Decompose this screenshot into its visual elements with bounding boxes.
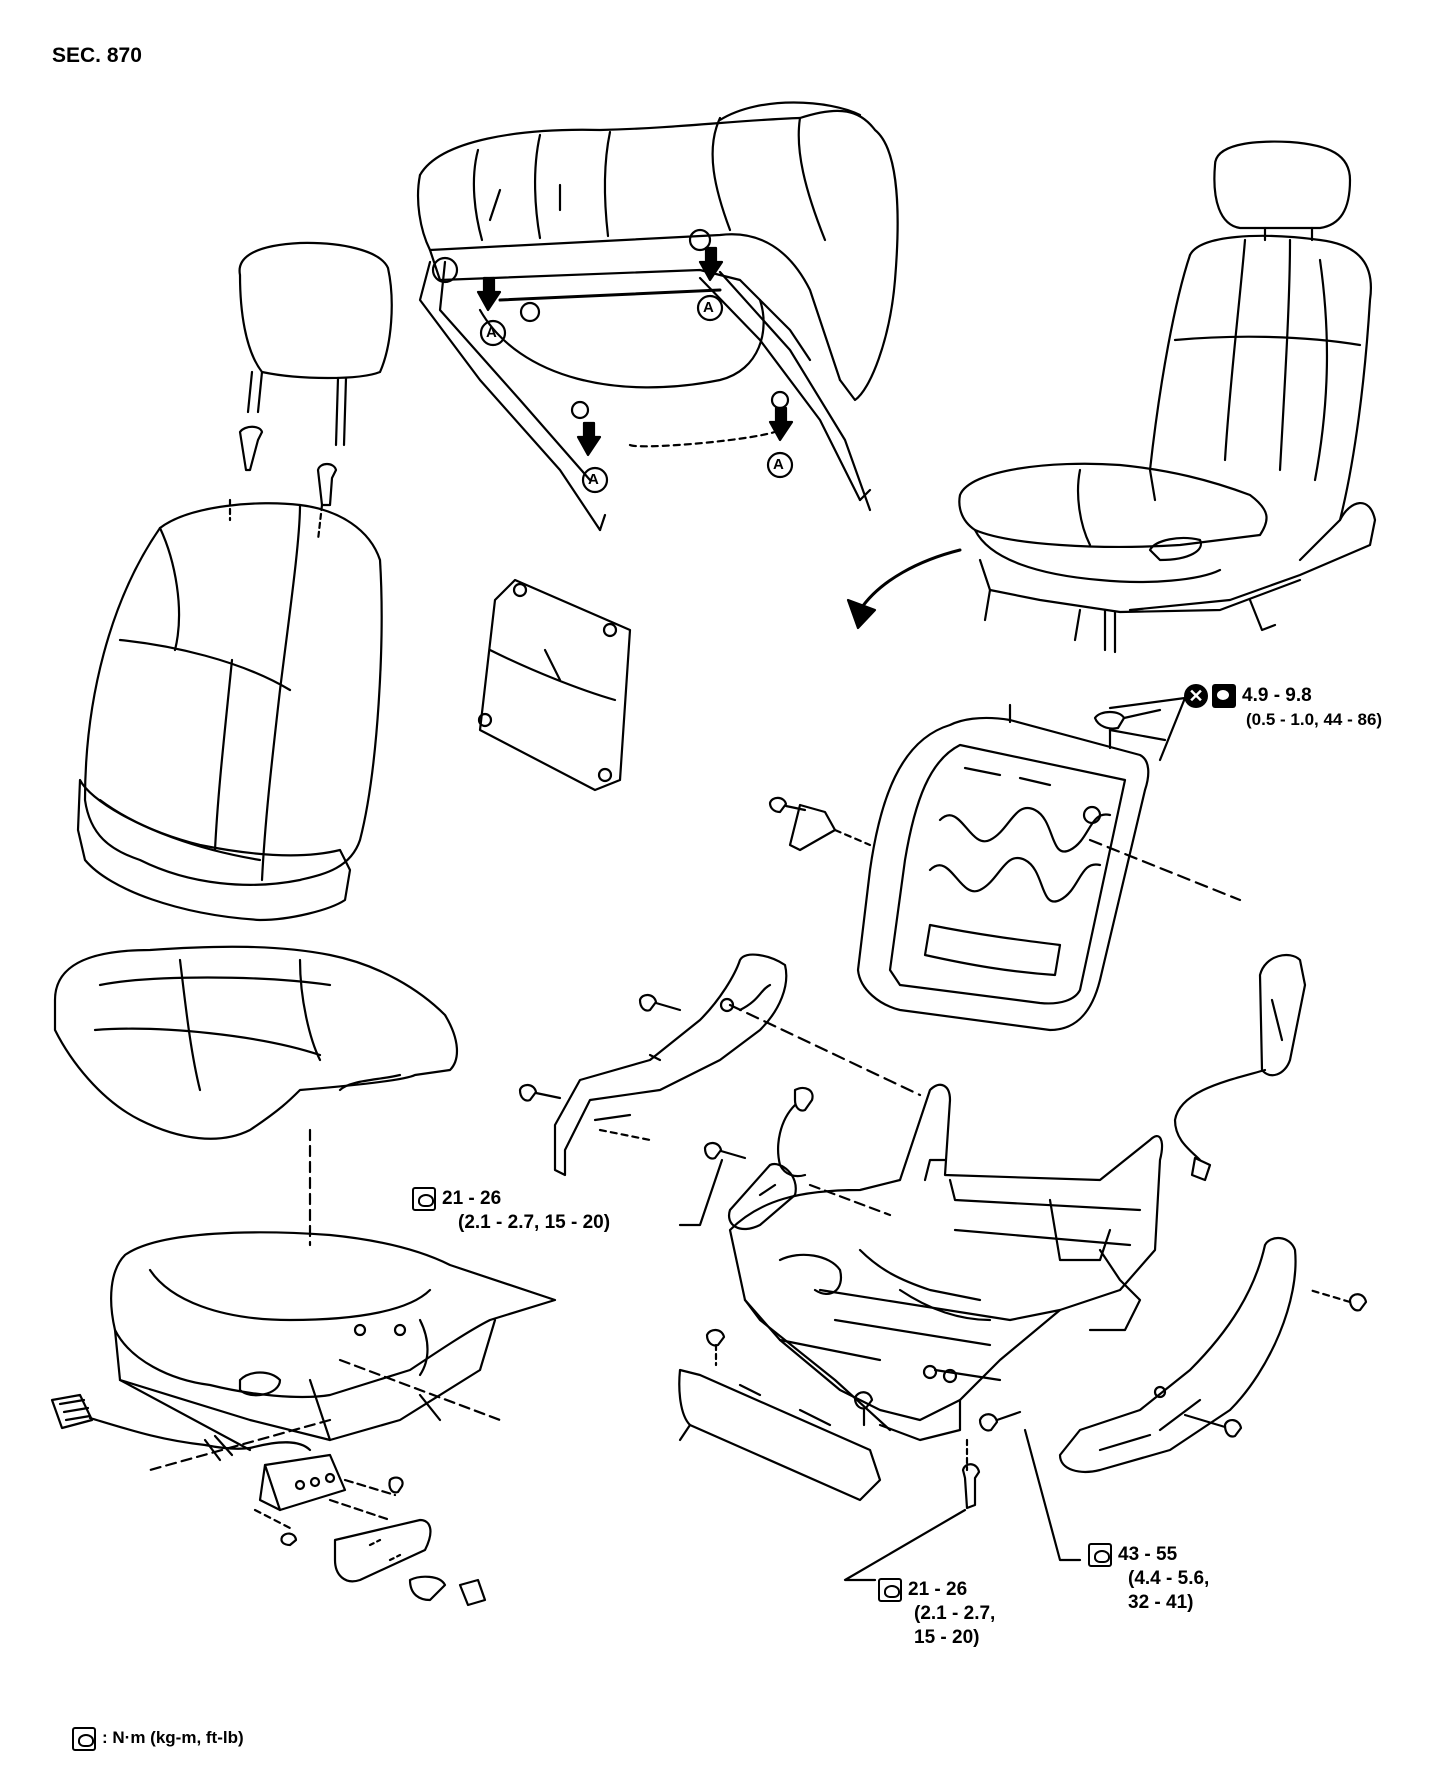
power-seat-switch <box>50 1393 487 1607</box>
torque-icon <box>1088 1543 1112 1567</box>
replace-icon: ✕ <box>1184 684 1208 708</box>
seat-belt-buckle <box>727 1086 892 1231</box>
cushion-frame <box>110 1231 557 1472</box>
recliner-bolt-torque-units-1: (4.4 - 5.6, <box>1128 1568 1210 1590</box>
section-number: SEC. 870 <box>52 44 142 67</box>
torque-icon <box>1212 684 1236 708</box>
callout-a-3: A <box>588 471 599 488</box>
torque-icon <box>878 1578 902 1602</box>
rail-bolt-torque-units-2: 15 - 20) <box>914 1627 980 1649</box>
seat-adjuster-frame <box>728 1083 1164 1442</box>
seatback-trim <box>76 502 383 922</box>
nut-torque-units: (0.5 - 1.0, 44 - 86) <box>1246 710 1383 730</box>
front-rail-cover <box>678 1368 882 1502</box>
torque-legend: : N·m (kg-m, ft-lb) <box>72 1726 244 1751</box>
nut-torque-value: 4.9 - 9.8 <box>1242 685 1312 707</box>
seatback-board <box>477 578 632 792</box>
inverted-seat-assembly <box>416 101 899 532</box>
bolts <box>518 993 1368 1510</box>
inner-side-cover <box>553 953 922 1177</box>
torque-legend-text: : N·m (kg-m, ft-lb) <box>102 1728 244 1747</box>
outer-side-cover <box>1058 1237 1297 1473</box>
rail-bolt-torque-units-1: (2.1 - 2.7, <box>914 1603 996 1625</box>
torque-icon <box>72 1726 96 1751</box>
recliner-bolt-torque-value: 43 - 55 <box>1118 1544 1178 1566</box>
nut-torque-label: ✕ 4.9 - 9.8 (0.5 - 1.0, 44 - 86) <box>1184 684 1382 732</box>
callout-a-1: A <box>486 324 497 341</box>
callout-a-4: A <box>773 456 784 473</box>
recliner-lever <box>768 796 872 852</box>
rail-bolt-torque-label: 21 - 26 (2.1 - 2.7, 15 - 20) <box>878 1578 995 1650</box>
cushion-trim <box>53 945 458 1247</box>
cushion-bolt-torque-units: (2.1 - 2.7, 15 - 20) <box>458 1212 611 1234</box>
cushion-bolt-torque-label: 21 - 26 (2.1 - 2.7, 15 - 20) <box>412 1187 610 1235</box>
recliner-bolt-torque-units-2: 32 - 41) <box>1128 1592 1194 1614</box>
cushion-bolt-torque-value: 21 - 26 <box>442 1188 502 1210</box>
rail-bolt-torque-value: 21 - 26 <box>908 1579 968 1601</box>
headrest <box>228 241 393 542</box>
recliner-bolt-torque-label: 43 - 55 (4.4 - 5.6, 32 - 41) <box>1088 1543 1209 1615</box>
side-bolster-module <box>1173 953 1307 1182</box>
callout-a-2: A <box>703 299 714 316</box>
torque-icon <box>412 1187 436 1211</box>
assembled-seat <box>846 140 1377 654</box>
seatback-frame <box>856 703 1242 1032</box>
